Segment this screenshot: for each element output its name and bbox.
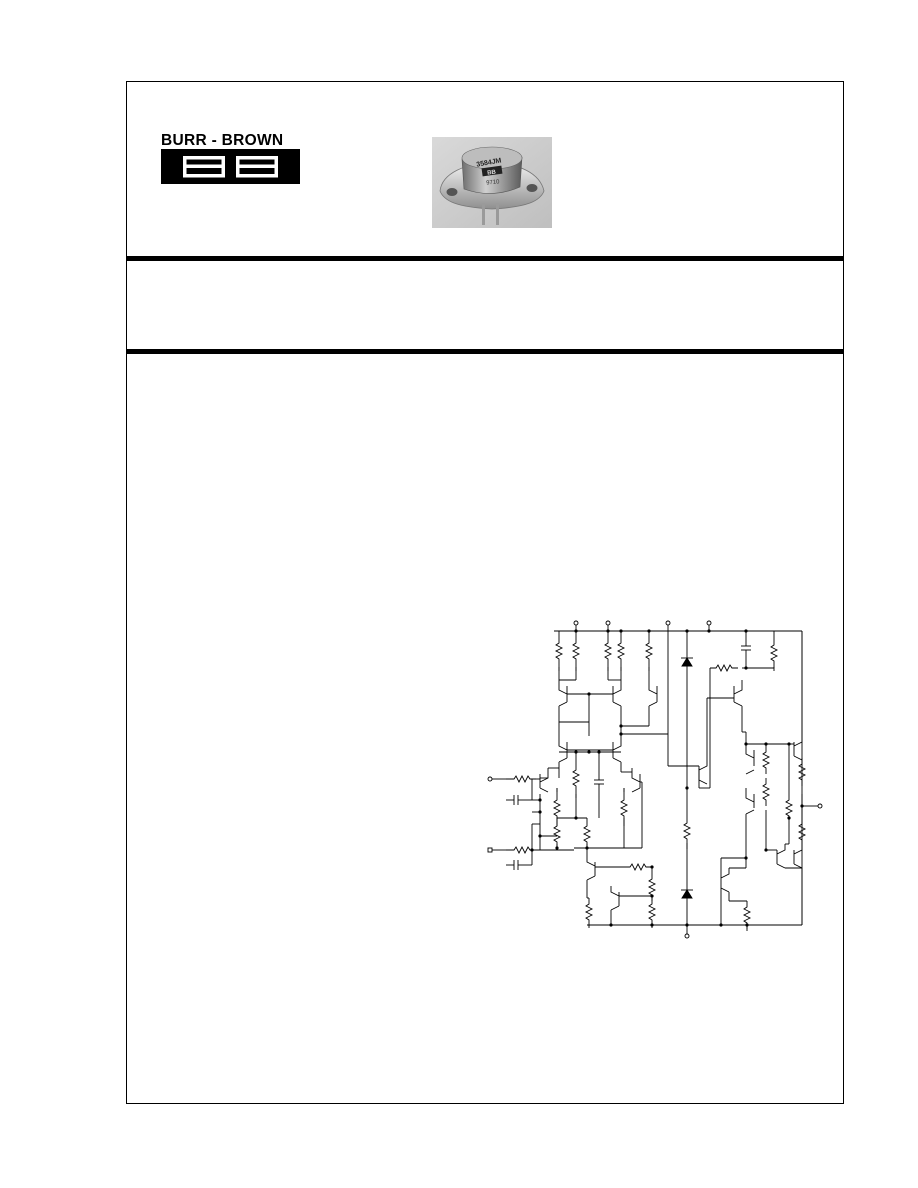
bb-monogram-icon <box>161 149 300 184</box>
photo-marking-part: 3584JM <box>476 157 502 168</box>
resistors <box>506 631 807 929</box>
product-photo: 3584JM BB 9710 <box>432 137 552 228</box>
page-border <box>126 81 844 1104</box>
bb-monogram <box>161 149 300 184</box>
transistors <box>539 680 803 911</box>
input-terminals <box>487 776 506 853</box>
logo-wordmark: BURR - BROWN <box>161 132 284 149</box>
capacitors <box>506 631 751 870</box>
output-terminal <box>802 803 823 809</box>
simplified-circuit-schematic <box>487 620 823 939</box>
header-divider-bottom <box>126 349 844 354</box>
photo-marking-logo: BB <box>487 169 497 176</box>
supply-terminals <box>573 620 712 939</box>
junction-dots <box>530 629 804 927</box>
wires <box>531 631 803 931</box>
photo-marking-date: 9710 <box>486 179 501 186</box>
header-divider-top <box>126 256 844 261</box>
zener-diodes <box>681 631 693 925</box>
burr-brown-logo: BURR - BROWN <box>161 133 301 184</box>
